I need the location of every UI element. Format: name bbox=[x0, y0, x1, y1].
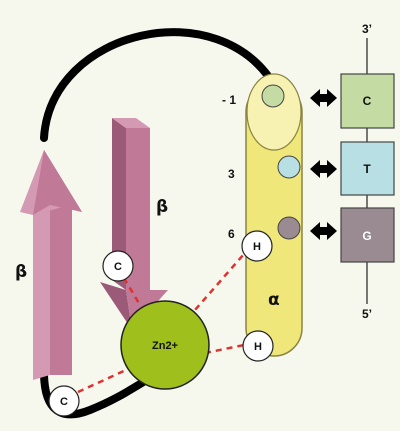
beta-left-label: β bbox=[15, 262, 27, 282]
dna-strand: C T G 3’ 5’ bbox=[340, 22, 395, 321]
zinc-ion bbox=[120, 300, 210, 390]
prime-bottom-label: 5’ bbox=[362, 307, 372, 321]
coordination-bonds bbox=[77, 253, 245, 394]
dna-base-box-g bbox=[340, 207, 395, 263]
beta-strand-left bbox=[20, 150, 82, 380]
interaction-arrows bbox=[310, 89, 337, 240]
position-minus1: - 1 bbox=[222, 93, 236, 107]
alpha-label: α bbox=[268, 290, 280, 310]
double-arrow-icon bbox=[310, 222, 337, 240]
zinc-label: Zn2+ bbox=[152, 340, 178, 352]
top-loop bbox=[40, 28, 280, 142]
residue-his-bottom-label: H bbox=[254, 341, 262, 353]
position-3: 3 bbox=[228, 167, 235, 181]
residue-his-top-label: H bbox=[253, 241, 261, 253]
residue-dot-minus1 bbox=[261, 84, 285, 108]
beta-strand-right bbox=[100, 118, 168, 330]
double-arrow-icon bbox=[310, 160, 337, 178]
dna-base-label: G bbox=[362, 229, 371, 243]
residue-cys-top: C bbox=[102, 250, 134, 282]
residue-dot-6 bbox=[277, 216, 301, 240]
beta-right-label: β bbox=[156, 197, 168, 217]
dna-base-label: C bbox=[363, 94, 372, 108]
double-arrow-icon bbox=[310, 89, 337, 107]
dna-base-label: T bbox=[363, 162, 371, 176]
residue-cys-top-label: C bbox=[114, 261, 122, 273]
prime-top-label: 3’ bbox=[362, 22, 372, 36]
alpha-helix bbox=[245, 73, 303, 357]
residue-cys-bottom: C bbox=[48, 385, 80, 417]
dna-base-box-t bbox=[340, 141, 395, 196]
dna-base-box-c bbox=[340, 73, 395, 129]
residue-cys-bottom-label: C bbox=[60, 396, 68, 408]
residue-his-bottom: H bbox=[242, 330, 274, 362]
residue-dot-3 bbox=[277, 155, 301, 179]
residue-his-top: H bbox=[241, 230, 273, 262]
position-6: 6 bbox=[228, 227, 235, 241]
